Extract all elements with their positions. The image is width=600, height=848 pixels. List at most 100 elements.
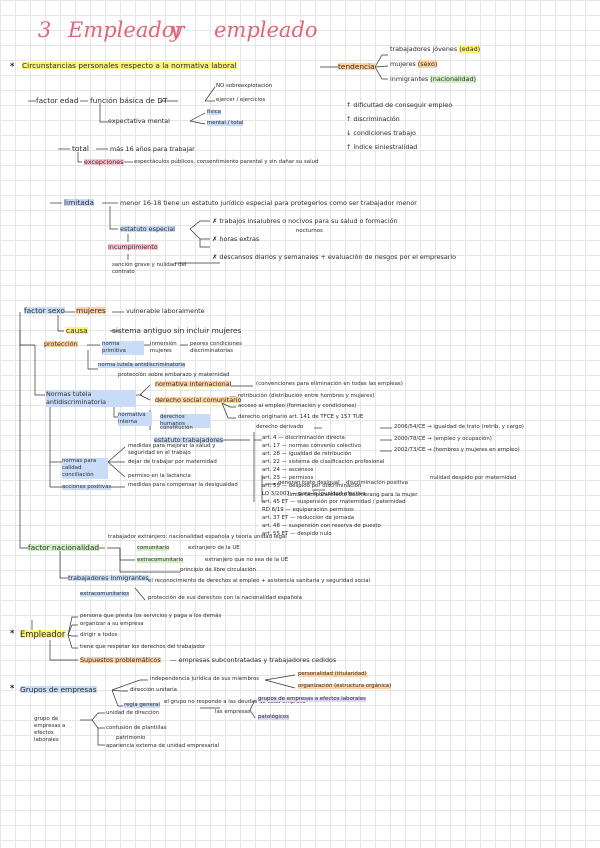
extracomunitario-text: extranjero que no sea de la UE — [205, 557, 289, 563]
factor-edad-label: factor edad — [36, 96, 79, 105]
normativa-interna: normativa interna — [118, 412, 152, 427]
empleador-3: dirigir a todos — [80, 632, 118, 638]
grupos-7: patrimonio — [116, 735, 146, 741]
ley-3: RD 6/19 — equiparación permisos — [262, 507, 354, 513]
empleador-2: organizar a su empresa — [80, 621, 144, 627]
retribucion: retribución (distribución entre hombres … — [238, 393, 375, 399]
acceso-empleo: acceso al empleo (formación y condicione… — [238, 403, 357, 409]
normativa-internacional: normativa internacional — [155, 380, 232, 388]
vulnerable: vulnerable laboralmente — [126, 307, 205, 315]
inmersion-mujeres: inmersión mujeres — [150, 341, 177, 355]
discriminacion-positiva: discriminación positiva — [346, 480, 408, 486]
fisica: física — [207, 109, 221, 116]
comunitario-text: extranjero de la UE — [188, 545, 240, 551]
acciones-positivas-text: medidas para compensar la desigualdad — [128, 482, 238, 488]
empleador-1: persona que presta los servicios y paga … — [80, 613, 222, 619]
et-art-3: art. 28 — igualdad de retribución — [262, 451, 352, 457]
nacionalidad-desc: trabajador extranjero: nacionalidad espa… — [108, 534, 287, 540]
page-title-number: 3 — [38, 18, 52, 42]
normas-tutela: Normas tutela antidiscriminatoria — [46, 390, 136, 407]
page-title-word-2: y — [170, 18, 182, 42]
et-art-7: art. 55 — despido por discriminación — [262, 483, 362, 489]
prohibicion-1b: nocturnos — [296, 228, 323, 234]
nulidad-despido: nulidad despido por maternidad — [430, 475, 517, 481]
et-art-4: art. 22 — sistema de clasificación profe… — [262, 459, 385, 465]
extracomunitarios-text: protección de sus derechos con la nacion… — [148, 595, 302, 601]
estatuto-especial: estatuto especial — [120, 225, 175, 233]
comunitario: comunitario — [137, 545, 170, 552]
derecho-derivado: derecho derivado — [256, 424, 304, 430]
ley-1: LO 3/2007 — para la igualdad efectiva — [262, 491, 366, 497]
tendencia-mujeres: mujeres (sexo) — [390, 60, 438, 68]
grupos-3b: las empresas — [215, 709, 251, 715]
grupos-1: independencia jurídica de sus miembros — [150, 676, 260, 682]
trabajadores-inmigrantes: trabajadores inmigrantes — [68, 574, 149, 582]
section-heading-circunstancias: Circunstancias personales respecto a la … — [22, 61, 237, 70]
tendencia-inmigrantes: inmigrantes (nacionalidad) — [390, 75, 476, 83]
normas-calidad: normas para calidad conciliación — [62, 458, 108, 480]
prohibicion-1: ✗ trabajos insalubres o nocivos para su … — [212, 217, 398, 225]
excepciones-label: excepciones — [84, 158, 124, 166]
excepciones-text: espectáculos públicos, consentimiento pa… — [134, 159, 319, 165]
consecuencia-2: ↑ discriminación — [346, 115, 400, 123]
ddhh: derechos humanos — [160, 414, 210, 429]
grupos-3c: grupos de empresas a efectos laborales — [258, 696, 366, 703]
total-label: total — [72, 144, 89, 153]
factor-edad-def: función básica de DT — [90, 96, 168, 105]
grupos-1a: personalidad (titularidad) — [298, 671, 367, 678]
empleador-bullet: * — [10, 628, 15, 638]
directiva-3: 2002/73/CE → (hombres y mujeres en emple… — [394, 447, 520, 453]
ley-4: art. 37 ET — reducción de jornada — [262, 515, 355, 521]
directiva-1: 2006/54/CE → igualdad de trato (retrib. … — [394, 424, 524, 430]
et-art-1: art. 4 — discriminación directa — [262, 435, 345, 441]
normativa-internacional-text: (convenciones para eliminación en todas … — [256, 381, 403, 387]
directiva-2: 2000/78/CE → (empleo y ocupación) — [394, 436, 492, 442]
expectativa-mental: expectativa mental — [108, 117, 170, 125]
limite-temporal: límite temporal — [288, 492, 330, 498]
grupos-4: grupo de empresas a efectos laborales — [34, 716, 66, 744]
limitada-text: menor 16-18 tiene un estatuto jurídico e… — [120, 199, 417, 207]
causa-text: sistema antiguo sin incluir mujeres — [112, 326, 242, 335]
incumplimiento: incumplimiento — [108, 243, 158, 251]
medidas-salud: medidas para mejorar la salud y segurida… — [128, 443, 216, 457]
permiso-lactancia: permiso en la lactancia — [128, 473, 191, 479]
proteccion-embarazo: protección sobre embarazo y maternidad — [118, 372, 230, 378]
consecuencia-3: ↓ condiciones trabajo — [346, 129, 416, 137]
grupos-2: dirección unitaria — [130, 687, 177, 693]
supuestos-problematicos: Supuestos problemáticos — [80, 656, 161, 664]
extracomunitarios: extracomunitarios — [80, 591, 130, 598]
sancion: sanción grave y nulidad del contrato — [112, 262, 187, 276]
peores-condiciones: peores condiciones discriminatorias — [190, 341, 242, 355]
factor-sexo-label: factor sexo — [24, 306, 65, 315]
constitucion: constitución — [160, 425, 193, 431]
consecuencia-4: ↑ índice siniestralidad — [346, 143, 418, 151]
prohibicion-2: ✗ horas extras — [212, 235, 260, 243]
inmigrantes-text: el reconocimiento de derechos al empleo … — [148, 578, 371, 584]
proteccion-label: protección — [44, 340, 78, 348]
dejar-trabajar: dejar de trabajar por maternidad — [128, 459, 217, 465]
et-art-2: art. 17 — normas convenio colectivo — [262, 443, 361, 449]
section-bullet: * — [10, 61, 15, 71]
total-text: más 16 años para trabajar — [110, 145, 195, 153]
no-sobreexplotacion: NO sobreexplotación — [216, 83, 273, 89]
grupos-label: Grupos de empresas — [20, 685, 97, 694]
ley-2: art. 45 ET — suspensión por maternidad /… — [262, 499, 406, 505]
norma-antidiscriminatoria: norma tutela antidiscriminatoria — [98, 362, 186, 369]
ley-5: art. 48 — suspensión con reserva de pues… — [262, 523, 381, 529]
supuestos-text: — empresas subcontratadas y trabajadores… — [170, 656, 337, 664]
et-art-6: art. 23 — permisos — [262, 475, 314, 481]
grupos-3-text: el grupo no responde a las deudas de cad… — [164, 699, 306, 705]
prohibicion-3: ✗ descansos diarios y semanales + evalua… — [212, 253, 457, 261]
consecuencia-1: ↑ dificultad de conseguir empleo — [346, 101, 453, 109]
generan-trato: generan trato desigual — [278, 480, 340, 486]
estatuto-trabajadores: estatuto trabajadores — [154, 436, 224, 444]
grupos-bullet: * — [10, 683, 15, 693]
grupos-3d: patológicos — [258, 714, 289, 721]
acciones-positivas: acciones positivas — [62, 484, 112, 491]
page-title-word-3: empleado — [214, 18, 318, 42]
et-art-5: art. 24 — ascensos — [262, 467, 314, 473]
mujeres-label: mujeres — [76, 306, 106, 315]
derecho-social-comunitario: derecho social comunitario — [155, 396, 242, 404]
extracomunitario: extracomunitario — [137, 557, 184, 564]
